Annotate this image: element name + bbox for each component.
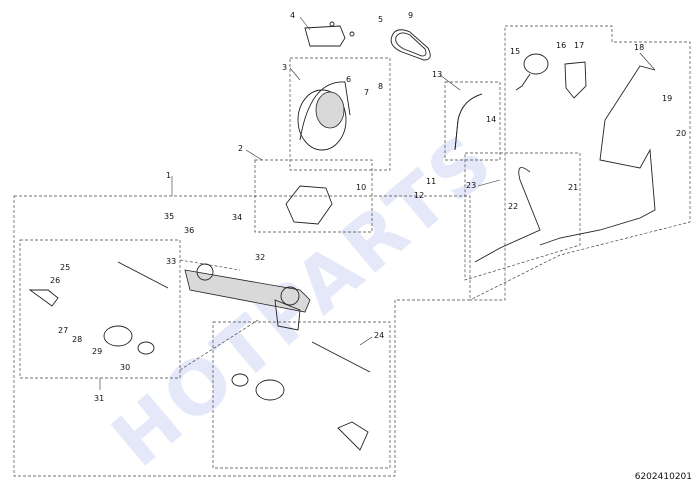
tie-rod-end-left — [28, 289, 59, 307]
callout-35: 35 — [164, 212, 174, 221]
frame-link-b — [179, 319, 259, 371]
callout-33: 33 — [166, 257, 176, 266]
drive-belt-inner — [395, 32, 427, 57]
inner-tie-rod-right — [311, 341, 371, 373]
return-hose-edge — [454, 93, 483, 151]
rack-valve-body — [274, 299, 301, 331]
callout-31: 31 — [94, 394, 104, 403]
callout-16: 16 — [556, 41, 566, 50]
callout-21: 21 — [568, 183, 578, 192]
reservoir-outlet — [515, 73, 531, 91]
clamp-left — [137, 341, 155, 355]
frame-left-tie-rod — [19, 239, 181, 379]
callout-5: 5 — [378, 15, 383, 24]
callout-15: 15 — [510, 47, 520, 56]
callout-14: 14 — [486, 115, 496, 124]
callout-labels: 1 2 3 4 5 6 7 8 9 10 11 12 13 14 15 16 1… — [50, 11, 686, 403]
callout-1: 1 — [166, 171, 171, 180]
callout-30: 30 — [120, 363, 130, 372]
frame-group-1 — [13, 195, 471, 477]
frame-group-2 — [254, 159, 373, 233]
drive-belt — [390, 29, 431, 61]
callout-17: 17 — [574, 41, 584, 50]
reservoir-bracket — [564, 61, 587, 99]
feed-line — [474, 167, 541, 263]
diagram-code: 6202410201 — [634, 472, 692, 482]
callout-3: 3 — [282, 63, 287, 72]
bracket-bolt — [329, 21, 335, 27]
callout-13: 13 — [432, 70, 442, 79]
clamp-right — [231, 373, 249, 387]
callout-24: 24 — [374, 331, 384, 340]
callout-9: 9 — [408, 11, 413, 20]
callout-19: 19 — [662, 94, 672, 103]
callout-10: 10 — [356, 183, 366, 192]
callout-27: 27 — [58, 326, 68, 335]
pressure-line — [539, 65, 656, 246]
callout-36: 36 — [184, 226, 194, 235]
boot-left — [103, 325, 133, 347]
callout-18: 18 — [634, 43, 644, 52]
rack-mount-left — [196, 263, 214, 281]
frame-link-a — [179, 259, 241, 271]
inner-tie-rod-left — [117, 261, 169, 289]
callout-2: 2 — [238, 144, 243, 153]
callout-29: 29 — [92, 347, 102, 356]
frame-group-23 — [464, 152, 581, 281]
callout-20: 20 — [676, 129, 686, 138]
callout-34: 34 — [232, 213, 242, 222]
callout-22: 22 — [508, 202, 518, 211]
callout-7: 7 — [364, 88, 369, 97]
rack-mount-right — [280, 286, 300, 306]
callout-4: 4 — [290, 11, 295, 20]
callout-8: 8 — [378, 82, 383, 91]
mount-bracket — [285, 185, 333, 225]
callout-11: 11 — [426, 177, 436, 186]
frame-group-13 — [444, 81, 501, 161]
callout-32: 32 — [255, 253, 265, 262]
callout-28: 28 — [72, 335, 82, 344]
leader-lines — [99, 16, 656, 390]
pump-body-line — [299, 81, 351, 141]
boot-right — [255, 379, 285, 401]
frame-group-18 — [469, 25, 691, 301]
callout-23: 23 — [466, 181, 476, 190]
frame-right-tie-rod — [212, 321, 391, 469]
callout-25: 25 — [60, 263, 70, 272]
tie-rod-end-right — [337, 421, 369, 451]
pump-pulley — [315, 91, 345, 129]
callout-26: 26 — [50, 276, 60, 285]
callout-6: 6 — [346, 75, 351, 84]
pump-bracket — [304, 25, 346, 47]
bracket-bolt — [349, 31, 355, 37]
callout-12: 12 — [414, 191, 424, 200]
frame-group-3 — [289, 57, 391, 171]
fluid-reservoir — [523, 53, 549, 75]
